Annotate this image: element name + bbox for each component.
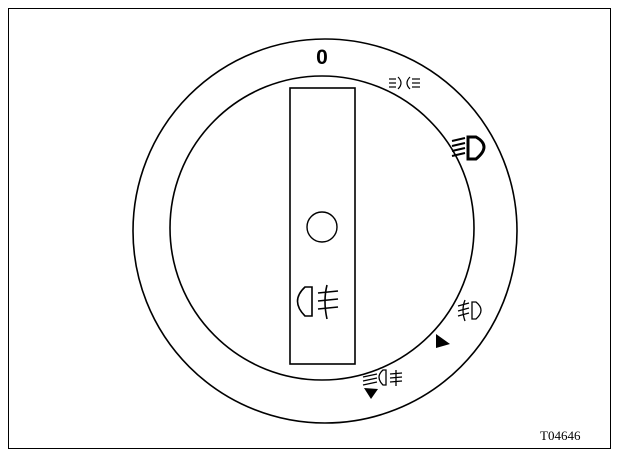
front-fog-position-marker (436, 334, 450, 348)
dipped-beam-icon (451, 135, 486, 161)
figure-frame (8, 8, 611, 449)
off-position-label: 0 (316, 46, 328, 69)
knob-grip-bar[interactable] (289, 87, 356, 365)
rear-fog-icon (362, 369, 403, 386)
front-fog-icon (457, 299, 482, 322)
switch-outer-ring (132, 38, 518, 424)
switch-knob-face[interactable] (169, 75, 475, 381)
knob-fog-symbol (296, 284, 339, 320)
rear-fog-position-marker (364, 388, 378, 399)
side-lights-icon (389, 76, 420, 90)
knob-center-dot (306, 211, 338, 243)
figure-reference-code: T04646 (540, 428, 581, 443)
